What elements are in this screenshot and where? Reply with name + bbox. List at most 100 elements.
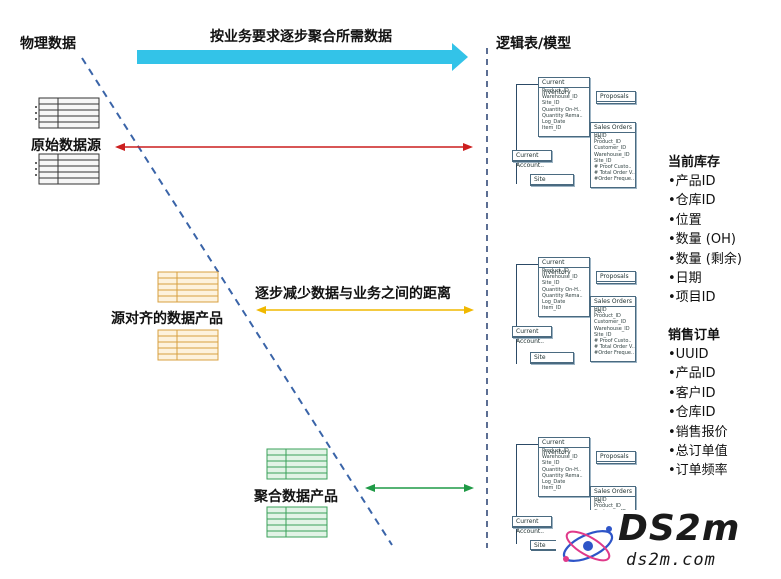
erd-field: Warehouse_ID bbox=[542, 454, 578, 461]
table-icons-raw bbox=[34, 94, 104, 194]
entity-attribute: •数量 (剩余) bbox=[668, 251, 742, 267]
erd-field: Warehouse_ID bbox=[594, 325, 630, 332]
erd-table-site: Site bbox=[530, 352, 574, 364]
layer-label-raw: 原始数据源 bbox=[31, 138, 101, 154]
entity-attribute: •总订单值 bbox=[668, 444, 728, 460]
erd-field: Product_ID bbox=[542, 448, 569, 454]
table-icons-source-aligned bbox=[153, 268, 223, 368]
erd-field: Quantity Rema.. bbox=[542, 112, 583, 119]
erd-field: Site_ID bbox=[542, 460, 560, 467]
erd-field: Product_ID bbox=[594, 139, 621, 146]
erd-field: Customer_ID bbox=[594, 319, 627, 326]
erd-field: Product_ID bbox=[594, 313, 621, 320]
erd-field: Item_ID bbox=[542, 305, 562, 312]
erd-field: #Order Freque.. bbox=[594, 350, 635, 357]
erd-table-name: Site bbox=[531, 353, 573, 363]
entity-attribute: •项目ID bbox=[668, 290, 716, 306]
erd-field: UUID bbox=[594, 133, 607, 139]
erd-field: UUID bbox=[594, 307, 607, 313]
erd-field: UUID bbox=[594, 497, 607, 503]
erd-table-proposals: Proposals bbox=[596, 271, 636, 284]
erd-table-name: Site bbox=[531, 541, 573, 551]
erd-thumbnail-2: Current Inventory Product_ID Warehouse_I… bbox=[508, 252, 636, 370]
erd-field: Quantity Rema.. bbox=[542, 472, 583, 479]
erd-field: # Total Order V.. bbox=[594, 170, 635, 177]
erd-table-name: Sales Orders Fo.. bbox=[591, 123, 635, 141]
source-aligned-table-icon bbox=[157, 271, 219, 361]
erd-table-name: Proposals bbox=[597, 272, 635, 282]
watermark-url: ds2m.com bbox=[626, 550, 716, 570]
erd-field: #Order Freque.. bbox=[594, 176, 635, 183]
watermark: DS2m ds2m.com bbox=[556, 508, 781, 579]
entity-sales-orders: 销售订单 •UUID •产品ID •客户ID •仓库ID •销售报价 •总订单值… bbox=[668, 324, 728, 481]
erd-thumbnail-1: Current Inventory Product_ID Warehouse_I… bbox=[508, 72, 636, 190]
top-arrow-label: 按业务要求逐步聚合所需数据 bbox=[210, 29, 392, 45]
erd-table-inventory: Current Inventory Product_ID Warehouse_I… bbox=[538, 257, 590, 317]
logical-model-header: 逻辑表/模型 bbox=[496, 36, 572, 52]
physical-data-header: 物理数据 bbox=[20, 36, 76, 52]
middle-label: 逐步减少数据与业务之间的距离 bbox=[255, 286, 451, 302]
erd-table-account: Current Account.. bbox=[512, 516, 552, 535]
erd-table-inventory: Current Inventory Product_ID Warehouse_I… bbox=[538, 437, 590, 497]
raw-table-icon bbox=[35, 97, 100, 185]
entity-attribute: •产品ID bbox=[668, 366, 716, 382]
erd-table-account: Current Account.. bbox=[512, 150, 552, 169]
erd-field: Quantity Rema.. bbox=[542, 292, 583, 299]
entity-attribute: •仓库ID bbox=[668, 405, 716, 421]
erd-table-account: Current Account.. bbox=[512, 326, 552, 345]
erd-field: Warehouse_ID bbox=[542, 94, 578, 101]
erd-field: Quantity On-H.. bbox=[542, 466, 581, 473]
erd-table-name: Current Inventory bbox=[539, 438, 589, 456]
entity-title: 销售订单 bbox=[668, 328, 721, 343]
erd-table-name: Proposals bbox=[597, 92, 635, 102]
erd-field: Site_ID bbox=[542, 280, 560, 287]
entity-current-inventory: 当前库存 •产品ID •仓库ID •位置 •数量 (OH) •数量 (剩余) •… bbox=[668, 151, 742, 308]
entity-attribute: •客户ID bbox=[668, 385, 716, 401]
erd-table-name: Current Account.. bbox=[513, 151, 551, 169]
erd-table-name: Sales Orders Fo.. bbox=[591, 297, 635, 315]
erd-table-name: Current Inventory bbox=[539, 258, 589, 276]
top-aggregation-arrow bbox=[137, 43, 468, 71]
erd-field: # Proof Custo.. bbox=[594, 338, 632, 345]
atom-logo-icon bbox=[562, 526, 614, 562]
erd-field: Product_ID bbox=[542, 268, 569, 274]
erd-table-sales-orders: Sales Orders Fo.. UUID Product_ID Custom… bbox=[590, 122, 636, 188]
layer-label-aggregated: 聚合数据产品 bbox=[254, 489, 338, 505]
entity-attribute: •订单频率 bbox=[668, 463, 728, 479]
arrow-source-aligned bbox=[256, 306, 474, 314]
erd-field: Site_ID bbox=[542, 100, 560, 107]
erd-field: # Proof Custo.. bbox=[594, 164, 632, 171]
entity-attribute: •销售报价 bbox=[668, 424, 728, 440]
erd-field: Log_Date bbox=[542, 119, 566, 126]
entity-title: 当前库存 bbox=[668, 155, 721, 170]
entity-attribute: •日期 bbox=[668, 271, 702, 287]
arrow-aggregated bbox=[365, 484, 474, 492]
layer-label-source-aligned: 源对齐的数据产品 bbox=[111, 311, 223, 327]
erd-table-proposals: Proposals bbox=[596, 451, 636, 464]
erd-table-site: Site bbox=[530, 174, 574, 186]
erd-field: Quantity On-H.. bbox=[542, 106, 581, 113]
erd-field: Item_ID bbox=[542, 485, 562, 492]
erd-table-name: Proposals bbox=[597, 452, 635, 462]
aggregated-table-icon bbox=[266, 448, 328, 538]
erd-field: Log_Date bbox=[542, 299, 566, 306]
erd-table-name: Current Account.. bbox=[513, 327, 551, 345]
entity-attribute: •产品ID bbox=[668, 174, 716, 189]
erd-table-name: Sales Orders Fo.. bbox=[591, 487, 635, 505]
erd-field: Site_ID bbox=[594, 157, 612, 164]
erd-table-proposals: Proposals bbox=[596, 91, 636, 104]
erd-table-inventory: Current Inventory Product_ID Warehouse_I… bbox=[538, 77, 590, 137]
erd-field: # Total Order V.. bbox=[594, 344, 635, 351]
erd-table-name: Current Inventory bbox=[539, 78, 589, 96]
erd-field: Item_ID bbox=[542, 125, 562, 132]
erd-field: Warehouse_ID bbox=[542, 274, 578, 281]
erd-field: Product_ID bbox=[594, 503, 621, 510]
erd-table-name: Site bbox=[531, 175, 573, 185]
erd-field: Product_ID bbox=[542, 88, 569, 94]
erd-field: Log_Date bbox=[542, 479, 566, 486]
erd-table-name: Current Account.. bbox=[513, 517, 551, 535]
erd-field: Quantity On-H.. bbox=[542, 286, 581, 293]
entity-attribute: •位置 bbox=[668, 212, 702, 228]
diagonal-divider bbox=[81, 57, 393, 546]
